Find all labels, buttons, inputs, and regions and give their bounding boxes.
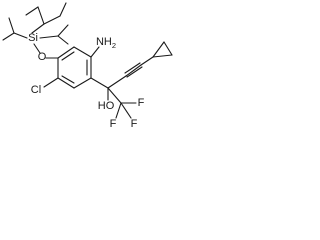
chemical-structure-diagram: Si O NH2 Cl HO F F F [2, 2, 173, 130]
triisopropylsilyl-group [2, 2, 69, 59]
fluorine-atom-label-1: F [138, 97, 145, 109]
amine-label-subscript: 2 [112, 41, 116, 50]
hydroxyl-atom-label: HO [98, 100, 115, 112]
chlorine-atom-label: Cl [31, 84, 41, 96]
silicon-atom-label: Si [28, 32, 38, 44]
fluorine-atom-label-2: F [110, 118, 117, 130]
fluorine-atom-label-3: F [131, 118, 138, 130]
amine-atom-label: NH2 [96, 36, 116, 50]
amine-label-main: NH [96, 36, 112, 48]
benzene-ring [57, 46, 92, 89]
oxygen-atom-label: O [38, 51, 47, 63]
substituent-bonds [43, 41, 173, 119]
